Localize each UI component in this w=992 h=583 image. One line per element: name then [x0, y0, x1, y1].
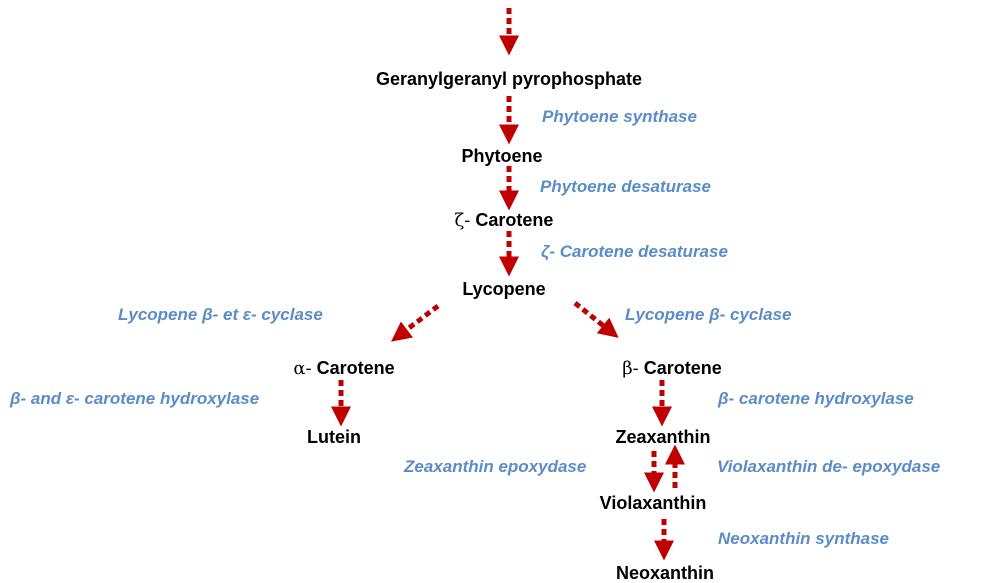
enzyme-zeta-carotene-desaturase: ζ- Carotene desaturase — [541, 242, 728, 261]
arrow-lycopene-to-beta-carotene — [573, 301, 619, 338]
compound-zeaxanthin: Zeaxanthin — [615, 427, 711, 447]
enzyme-lycopene-beta-cyclase: Lycopene β- cyclase — [625, 305, 792, 324]
enzyme-lycopene-beta-epsilon-cyclase: Lycopene β- et ε- cyclase — [118, 305, 323, 324]
compound-lycopene: Lycopene — [462, 279, 546, 299]
enzyme-beta-epsilon-carotene-hydroxylase: β- and ε- carotene hydroxylase — [10, 389, 260, 408]
enzyme-phytoene-desaturase: Phytoene desaturase — [540, 177, 712, 196]
compound-zeta-carotene-name: Carotene — [475, 210, 554, 230]
compound-beta-carotene-name: Carotene — [643, 358, 722, 378]
compound-alpha-carotene: α- Carotene — [293, 359, 394, 378]
enzyme-neoxanthin-synthase: Neoxanthin synthase — [718, 529, 889, 548]
compound-alpha-carotene-name: Carotene — [316, 358, 395, 378]
compound-violaxanthin: Violaxanthin — [599, 493, 707, 513]
arrow-lycopene-to-alpha-carotene — [391, 304, 440, 342]
compound-zeta-carotene: ζ- Carotene — [455, 211, 554, 230]
zeta-symbol: ζ- — [454, 210, 471, 231]
beta-symbol: β- — [622, 358, 639, 379]
enzyme-zeaxanthin-epoxydase: Zeaxanthin epoxydase — [404, 457, 587, 476]
enzyme-violaxanthin-de-epoxydase: Violaxanthin de- epoxydase — [717, 457, 941, 476]
enzyme-beta-carotene-hydroxylase: β- carotene hydroxylase — [718, 389, 914, 408]
compound-phytoene: Phytoene — [461, 146, 543, 166]
enzyme-phytoene-synthase: Phytoene synthase — [542, 107, 697, 126]
compound-neoxanthin: Neoxanthin — [615, 563, 715, 583]
alpha-symbol: α- — [293, 358, 312, 379]
compound-beta-carotene: β- Carotene — [622, 359, 722, 378]
compound-lutein: Lutein — [307, 427, 361, 447]
compound-ggpp: Geranylgeranyl pyrophosphate — [375, 69, 643, 89]
